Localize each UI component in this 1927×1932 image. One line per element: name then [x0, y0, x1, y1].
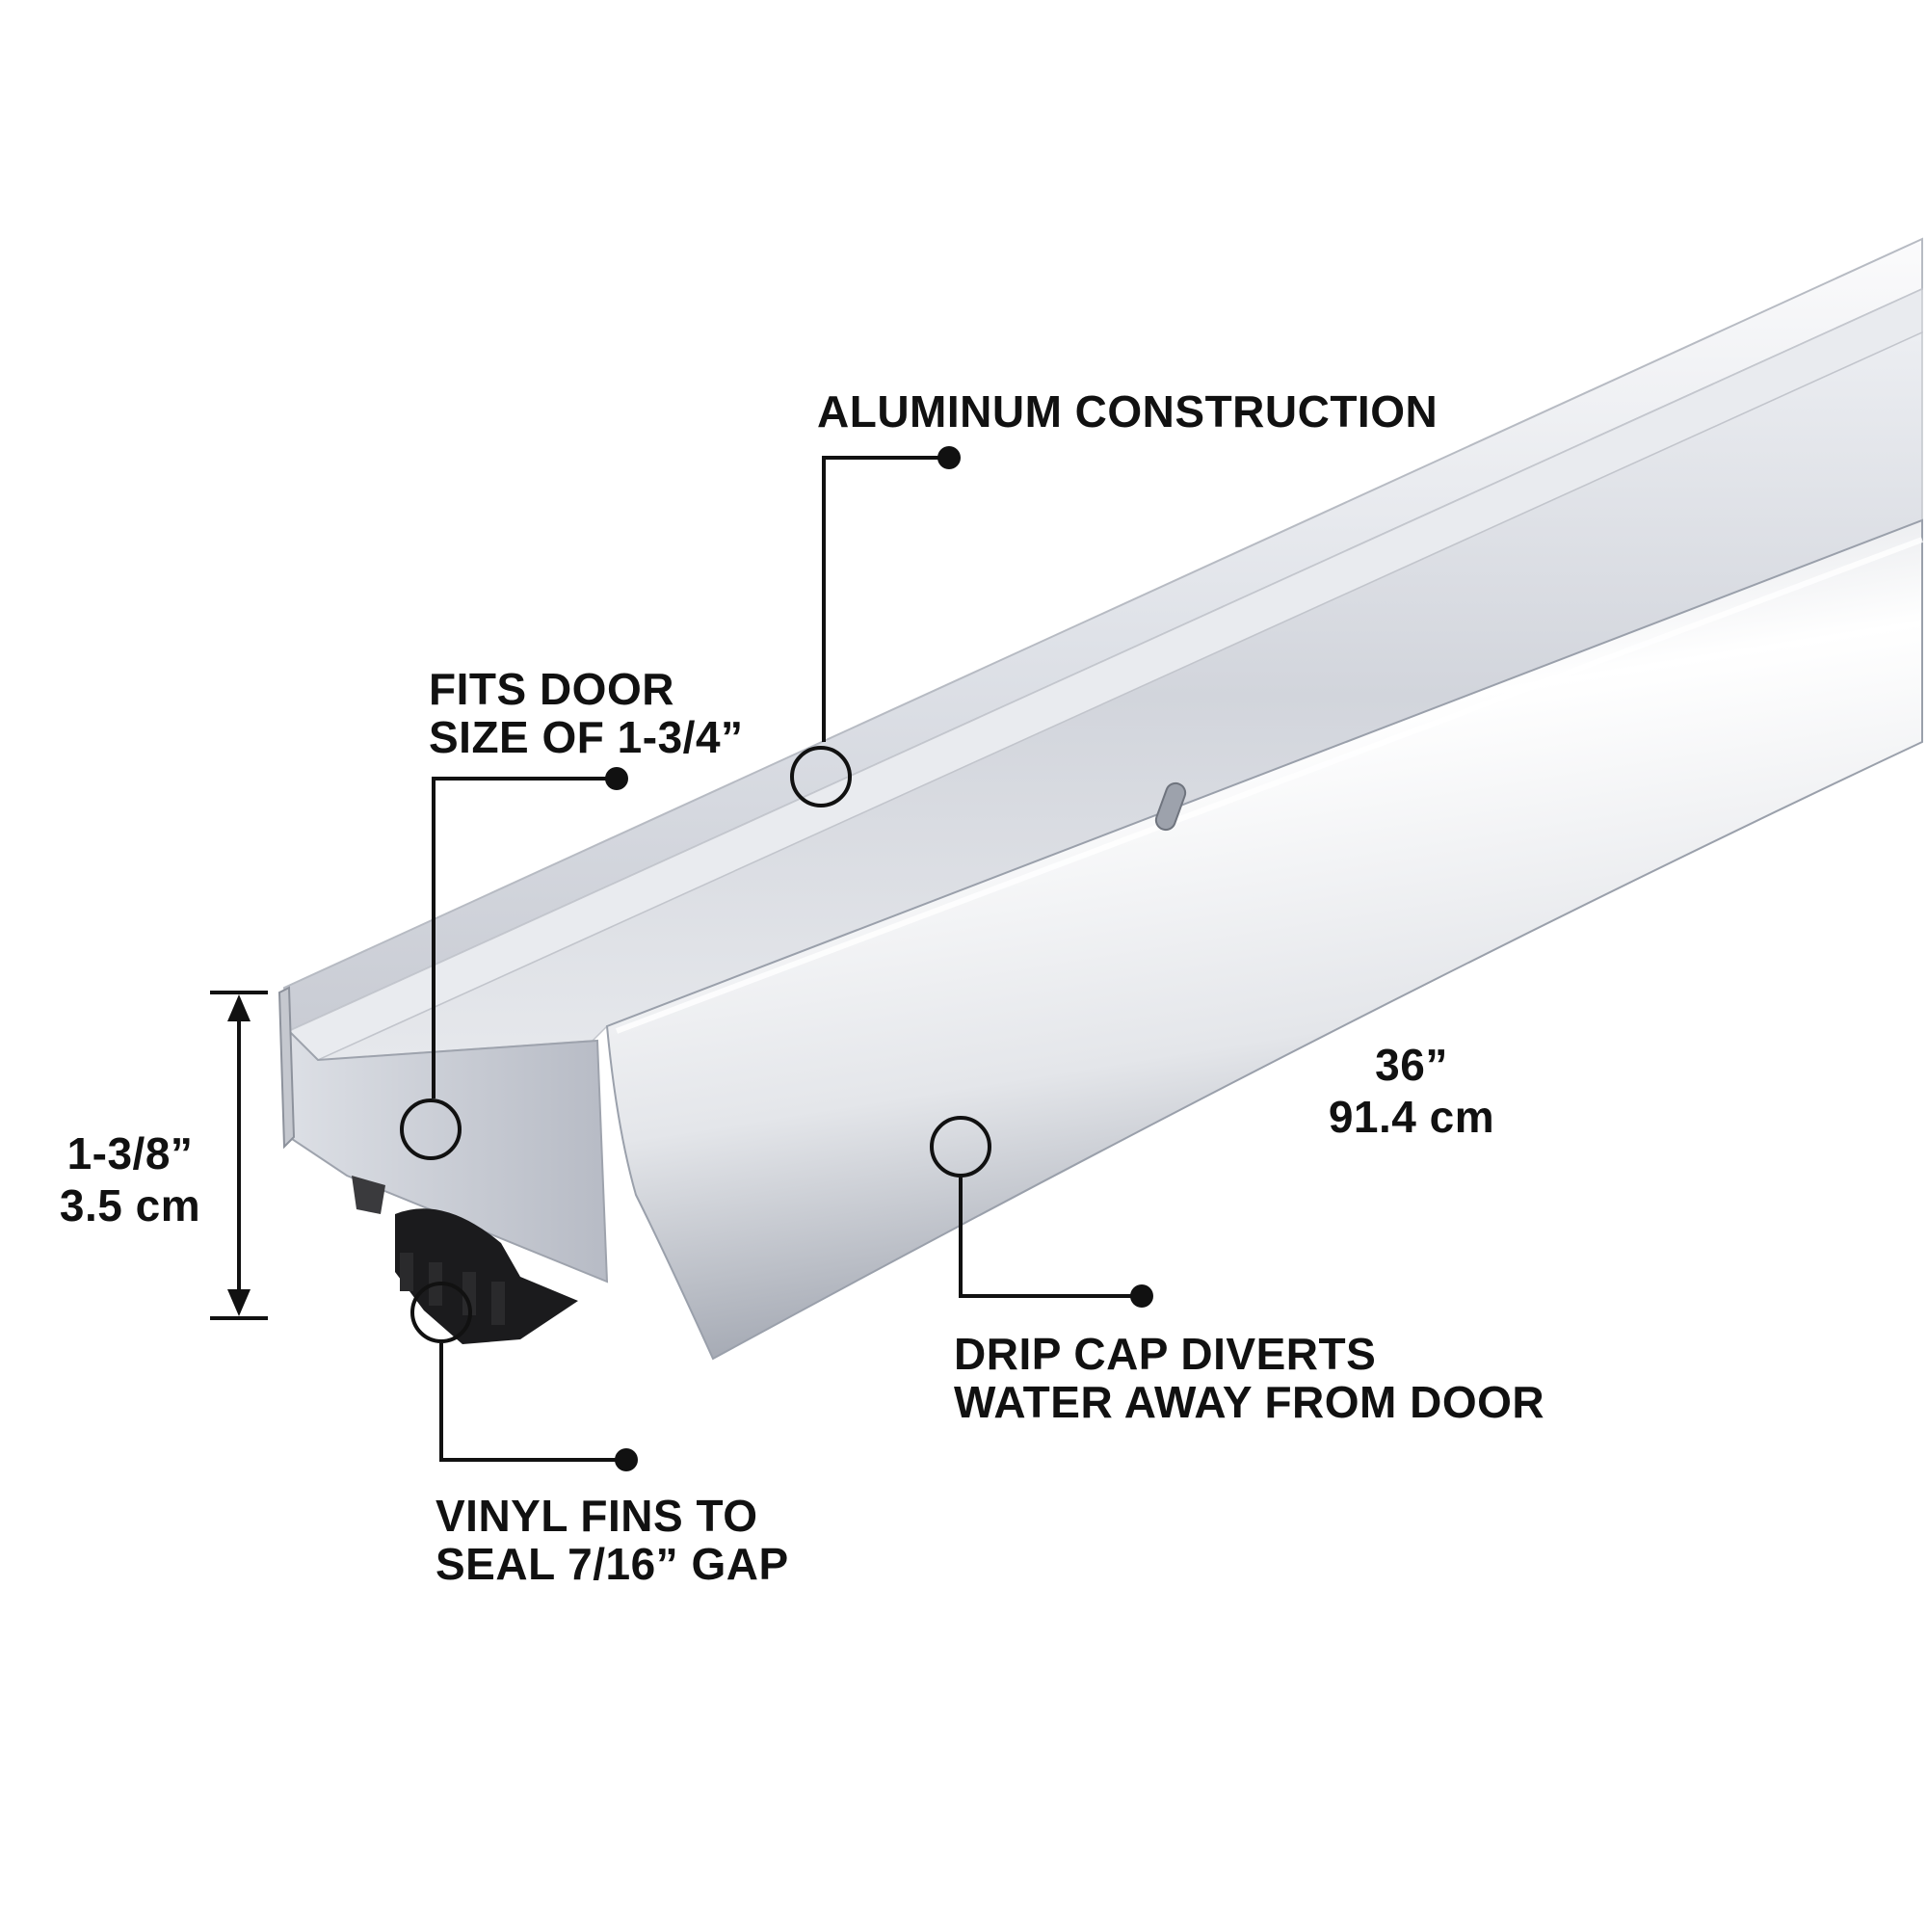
dimension-metric: 91.4 cm: [1328, 1092, 1495, 1142]
label-length-dimension: 36” 91.4 cm: [1315, 1039, 1508, 1143]
callout-door-fit-leader: [400, 777, 617, 1160]
label-line: DRIP CAP DIVERTS: [954, 1329, 1377, 1379]
callout-drip-cap-dot: [1130, 1284, 1153, 1308]
drip-cap: [605, 518, 1923, 1361]
label-line: FITS DOOR: [429, 664, 674, 714]
drip-cap-lip: [615, 537, 1924, 1034]
callout-door-fit-dot: [605, 767, 628, 790]
end-profile-wall: [277, 986, 296, 1150]
callout-aluminum-dot: [937, 446, 961, 469]
dimension-metric: 3.5 cm: [59, 1180, 201, 1231]
label-aluminum-construction: ALUMINUM CONSTRUCTION: [817, 387, 1438, 436]
callout-aluminum-leader: [790, 456, 949, 807]
label-line: VINYL FINS TO: [436, 1491, 758, 1541]
label-line: SIZE OF 1-3/4”: [429, 712, 744, 762]
label-vinyl-fins: VINYL FINS TO SEAL 7/16” GAP: [436, 1492, 789, 1588]
mounting-slot: [1154, 781, 1187, 832]
label-line: SEAL 7/16” GAP: [436, 1539, 789, 1589]
label-line: ALUMINUM CONSTRUCTION: [817, 386, 1439, 437]
vinyl-fins: [352, 1176, 578, 1344]
callout-drip-cap-leader: [930, 1116, 1142, 1298]
label-line: WATER AWAY FROM DOOR: [954, 1377, 1545, 1427]
callout-vinyl-dot: [615, 1448, 638, 1471]
label-door-fit: FITS DOOR SIZE OF 1-3/4”: [429, 665, 744, 761]
height-dimension: [210, 991, 268, 1320]
label-height-dimension: 1-3/8” 3.5 cm: [48, 1127, 212, 1231]
label-drip-cap: DRIP CAP DIVERTS WATER AWAY FROM DOOR: [954, 1330, 1544, 1426]
callout-vinyl-leader: [410, 1282, 626, 1462]
dimension-imperial: 1-3/8”: [66, 1128, 194, 1178]
dimension-imperial: 36”: [1375, 1040, 1448, 1090]
